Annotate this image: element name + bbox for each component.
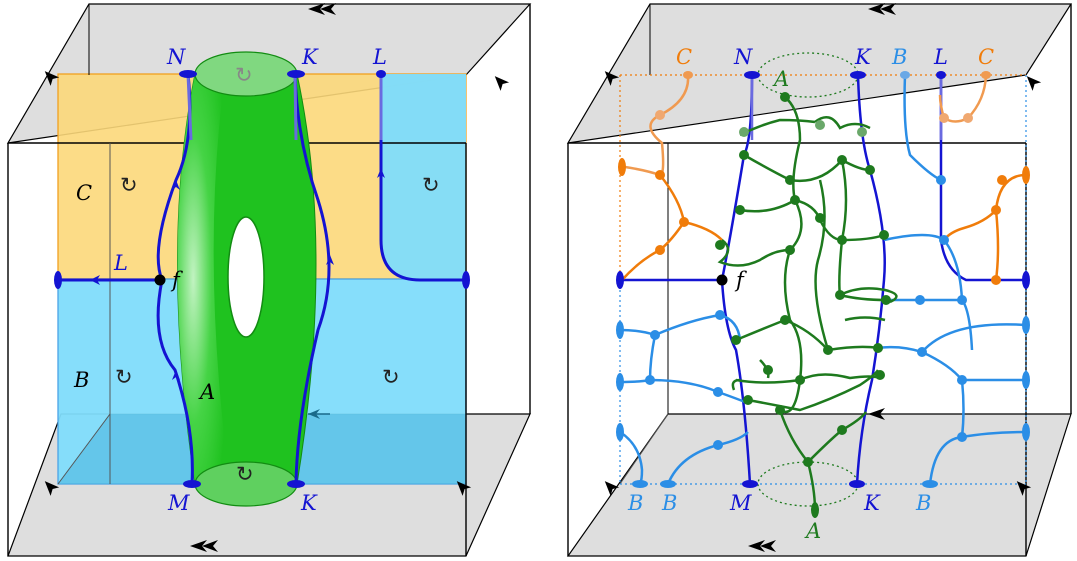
- blue-line-L: [379, 74, 466, 282]
- label-M: M: [729, 491, 752, 515]
- point-f-right: [716, 274, 728, 286]
- rotation-icon: ↻: [422, 173, 440, 197]
- label-A: A: [198, 380, 215, 404]
- rotation-icon: ↻: [382, 365, 400, 389]
- label-L-top: L: [933, 45, 948, 69]
- rotation-icon: ↻: [115, 365, 133, 389]
- label-K-top: K: [301, 45, 319, 69]
- tube-hole: [227, 216, 265, 338]
- label-C-top-left: C: [676, 45, 692, 69]
- rotation-icon: ↻: [235, 63, 253, 87]
- label-C-top-right: C: [978, 45, 994, 69]
- label-B-bottom-2: B: [661, 491, 677, 515]
- label-B-top: B: [891, 45, 907, 69]
- label-f: f: [734, 268, 747, 292]
- label-A-top: A: [772, 67, 789, 91]
- point-f-left: [154, 274, 166, 286]
- blue-curve-right: [293, 73, 331, 485]
- label-B-bottom-3: B: [915, 491, 931, 515]
- label-L-mid: L: [113, 251, 128, 275]
- label-K-bottom: K: [300, 491, 318, 515]
- label-M: M: [167, 491, 190, 515]
- label-K-top: K: [854, 45, 872, 69]
- label-B-bottom-1: B: [627, 491, 643, 515]
- label-C: C: [76, 181, 92, 205]
- label-A-bottom: A: [804, 519, 821, 543]
- label-L-top: L: [372, 45, 387, 69]
- label-f: f: [170, 268, 183, 292]
- right-panel: C N A K B L C f B B M K B A: [566, 3, 1073, 557]
- label-N: N: [166, 45, 186, 69]
- green-nodes: [715, 92, 891, 467]
- rotation-icon: ↻: [120, 173, 138, 197]
- label-K-bottom: K: [863, 491, 881, 515]
- left-panel: N K L C L f B A M K ↻ ↻ ↻ ↻ ↻ ↻: [6, 3, 532, 557]
- label-N: N: [733, 45, 753, 69]
- rotation-icon: ↻: [236, 462, 254, 486]
- label-B: B: [73, 368, 89, 392]
